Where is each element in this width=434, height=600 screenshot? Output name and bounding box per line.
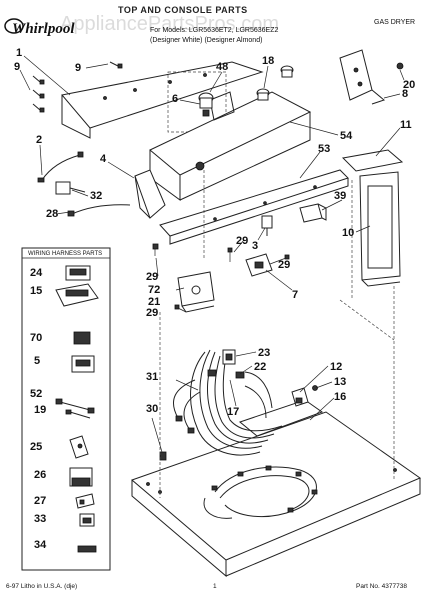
callout-13: 13 (334, 376, 346, 388)
callout-29: 29 (146, 271, 158, 283)
callout-7: 7 (292, 289, 298, 301)
callout-32: 32 (90, 190, 102, 202)
page-title: TOP AND CONSOLE PARTS (118, 5, 248, 15)
footer-litho: 6-97 Litho in U.S.A. (dje) (6, 583, 77, 590)
callout-6: 6 (172, 93, 178, 105)
harness-item-15: 15 (30, 283, 99, 307)
harness-item-25: 25 (30, 435, 89, 459)
harness-item-33: 33 (34, 513, 95, 527)
part-18-knobs (256, 65, 294, 101)
callout-22: 22 (254, 361, 266, 373)
part-9-screws (32, 61, 123, 113)
callout-9: 9 (75, 62, 81, 74)
leader-lines (19, 55, 401, 453)
part-28-wire (67, 204, 131, 217)
callout-1: 1 (16, 47, 22, 59)
svg-text:5: 5 (34, 355, 40, 367)
callout-9: 9 (14, 61, 20, 73)
product-type: GAS DRYER (374, 19, 415, 26)
part-7-start-switch (245, 253, 273, 277)
harness-item-26: 26 (34, 467, 93, 487)
svg-text:70: 70 (30, 332, 42, 344)
part-6-timer (198, 92, 214, 117)
callout-12: 12 (330, 361, 342, 373)
svg-text:15: 15 (30, 285, 42, 297)
callout-29: 29 (236, 235, 248, 247)
dryer-top-panel (131, 399, 422, 578)
color-line: (Designer White) (Designer Almond) (150, 37, 262, 44)
callout-8: 8 (402, 88, 408, 100)
callout-31: 31 (146, 371, 158, 383)
part-11-filter-cover (341, 149, 404, 172)
harness-item-70: 70 (30, 331, 91, 345)
part-30-clip (159, 451, 167, 461)
callout-labels: 1 9 9 2 4 32 28 48 6 18 8 20 11 54 53 39… (14, 47, 415, 418)
callout-30: 30 (146, 403, 158, 415)
svg-text:25: 25 (30, 441, 42, 453)
callout-28: 28 (46, 208, 58, 220)
svg-text:26: 26 (34, 469, 46, 481)
part-39-switch (299, 203, 327, 223)
harness-item-24: 24 (30, 265, 91, 281)
harness-item-27: 27 (34, 493, 95, 509)
footer-part-number: Part No. 4377738 (356, 583, 407, 590)
part-1-console-panel (61, 61, 264, 139)
part-21-timer-motor (177, 271, 215, 313)
part-10-lint-screen (359, 171, 401, 287)
brand-name: Whirlpool (12, 21, 75, 37)
callout-48: 48 (216, 61, 228, 73)
callout-4: 4 (100, 153, 107, 165)
callout-3: 3 (252, 240, 258, 252)
part-3-switch (261, 215, 273, 236)
callout-20: 20 (403, 79, 415, 91)
callout-29: 29 (146, 307, 158, 319)
svg-text:24: 24 (30, 267, 43, 279)
leader-54 (289, 121, 339, 136)
harness-item-52: 52 (30, 388, 95, 414)
part-2-wire (37, 151, 84, 183)
part-13-lamp (291, 385, 318, 407)
part-4-end-cap (134, 169, 166, 219)
harness-item-5: 5 (34, 355, 95, 373)
callout-54: 54 (340, 130, 353, 142)
footer-page-number: 1 (213, 583, 217, 590)
callout-16: 16 (334, 391, 346, 403)
model-line: For Models: LGR5636ET2, LGR5636EZ2 (150, 27, 279, 34)
callout-10: 10 (342, 227, 354, 239)
harness-item-19: 19 (34, 404, 91, 419)
whirlpool-logo: Whirlpool (4, 18, 75, 37)
svg-text:27: 27 (34, 495, 46, 507)
part-31-main-harness (173, 349, 283, 456)
svg-text:33: 33 (34, 513, 46, 525)
guide-line-5 (339, 299, 395, 341)
svg-text:34: 34 (34, 539, 47, 551)
callout-72: 72 (148, 284, 160, 296)
callout-23: 23 (258, 347, 270, 359)
callout-39: 39 (334, 190, 346, 202)
watermark: AppliancePartsPros.com (60, 13, 279, 35)
callout-17: 17 (227, 406, 239, 418)
callout-29: 29 (278, 259, 290, 271)
part-29-screws (152, 243, 290, 310)
part-48-console (149, 71, 312, 201)
part-32-filter (55, 181, 86, 195)
callout-2: 2 (36, 134, 42, 146)
part-8-bracket (339, 49, 386, 105)
part-20-screw (396, 62, 405, 81)
callout-21: 21 (148, 296, 160, 308)
lower-harness-loops (203, 465, 318, 519)
svg-text:52: 52 (30, 388, 42, 400)
callout-11: 11 (400, 119, 412, 131)
svg-text:19: 19 (34, 404, 46, 416)
harness-box-title: WIRING HARNESS PARTS (28, 251, 102, 257)
harness-item-34: 34 (34, 539, 97, 553)
callout-18: 18 (262, 55, 274, 67)
callout-53: 53 (318, 143, 330, 155)
part-53-console-rear (159, 169, 349, 245)
